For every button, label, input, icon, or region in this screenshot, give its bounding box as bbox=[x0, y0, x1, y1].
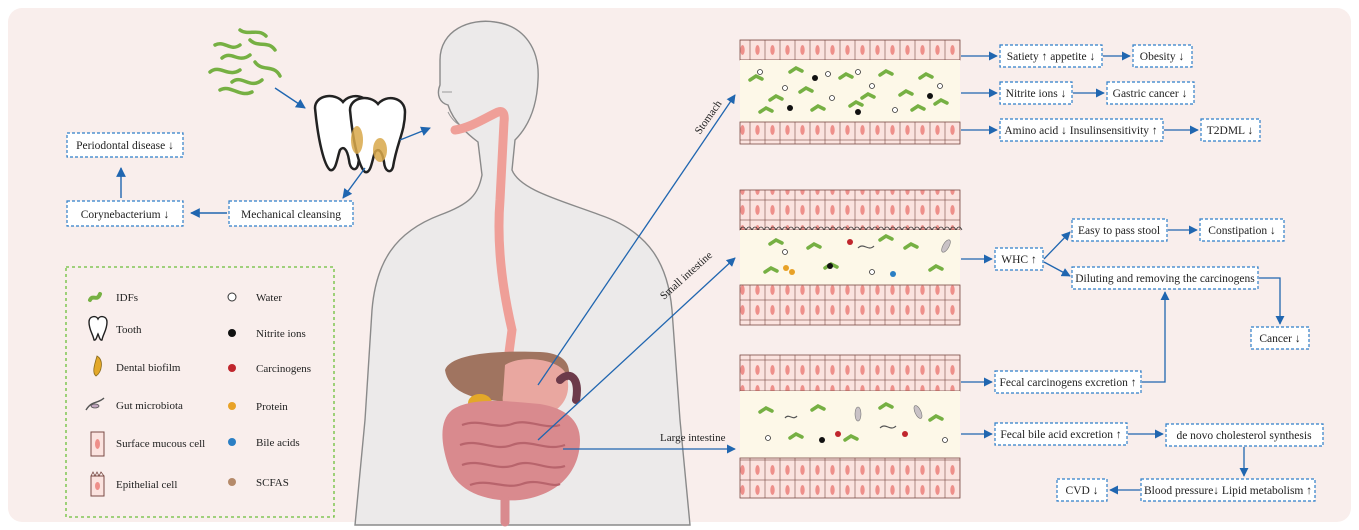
whc-label: WHC ↑ bbox=[1001, 254, 1036, 266]
corynebacterium-box: Corynebacterium ↓ bbox=[67, 201, 183, 226]
obesity-box: Obesity ↓ bbox=[1133, 45, 1192, 67]
legend-label-nitrite-ions: Nitrite ions bbox=[256, 328, 306, 340]
amino-acid-label: Amino acid ↓ Insulinsensitivity ↑ bbox=[1004, 125, 1157, 137]
teeth-illustration bbox=[315, 96, 405, 172]
gastric-cancer-box: Gastric cancer ↓ bbox=[1107, 82, 1194, 104]
mechanical-cleansing-box: Mechanical cleansing bbox=[229, 201, 353, 226]
cvd-box: CVD ↓ bbox=[1057, 479, 1107, 501]
fecal-bile-acid-label: Fecal bile acid excretion ↑ bbox=[1000, 429, 1121, 441]
whc-box: WHC ↑ bbox=[995, 248, 1043, 270]
legend-label-epithelial-cell: Epithelial cell bbox=[116, 479, 177, 491]
t2dml-label: T2DML ↓ bbox=[1207, 125, 1254, 137]
large-intestine-label: Large intestine bbox=[660, 432, 726, 444]
protein-icon bbox=[228, 402, 236, 410]
easy-to-pass-stool-box: Easy to pass stool bbox=[1072, 219, 1167, 241]
stomach-tissue-panel bbox=[740, 40, 960, 144]
periodontal-disease-label: Periodontal disease ↓ bbox=[76, 140, 174, 152]
corynebacterium-label: Corynebacterium ↓ bbox=[81, 209, 169, 221]
legend-label-idfs: IDFs bbox=[116, 292, 138, 304]
fecal-carcinogens-box: Fecal carcinogens excretion ↑ bbox=[995, 371, 1141, 393]
fecal-carcinogens-label: Fecal carcinogens excretion ↑ bbox=[1000, 377, 1137, 389]
t2dml-box: T2DML ↓ bbox=[1201, 119, 1260, 141]
surface-mucous-cell-icon bbox=[91, 432, 104, 456]
legend-label-dental-biofilm: Dental biofilm bbox=[116, 362, 181, 374]
legend-label-water: Water bbox=[256, 292, 282, 304]
constipation-label: Constipation ↓ bbox=[1208, 225, 1275, 237]
legend-label-carcinogens: Carcinogens bbox=[256, 363, 311, 375]
blood-pressure-label: Blood pressure↓ Lipid metabolism ↑ bbox=[1144, 485, 1312, 497]
de-novo-cholesterol-label: de novo cholesterol synthesis bbox=[1176, 430, 1312, 442]
cancer-box: Cancer ↓ bbox=[1251, 327, 1309, 349]
scfas-icon bbox=[228, 478, 236, 486]
legend-label-surface-mucous-cell: Surface mucous cell bbox=[116, 438, 205, 450]
carcinogen-icon bbox=[228, 364, 236, 372]
satiety-label: Satiety ↑ appetite ↓ bbox=[1007, 51, 1095, 63]
diluting-carcinogens-label: Diluting and removing the carcinogens bbox=[1075, 273, 1255, 285]
constipation-box: Constipation ↓ bbox=[1200, 219, 1284, 241]
periodontal-disease-box: Periodontal disease ↓ bbox=[67, 133, 183, 157]
fecal-bile-acid-box: Fecal bile acid excretion ↑ bbox=[995, 423, 1127, 445]
cancer-label: Cancer ↓ bbox=[1259, 333, 1300, 345]
easy-to-pass-stool-label: Easy to pass stool bbox=[1078, 225, 1160, 237]
blood-pressure-box: Blood pressure↓ Lipid metabolism ↑ bbox=[1141, 479, 1315, 501]
legend-label-protein: Protein bbox=[256, 401, 288, 413]
nitrite-ions-label: Nitrite ions ↓ bbox=[1006, 88, 1067, 100]
large-intestine-tissue-panel bbox=[740, 355, 960, 498]
legend-label-gut-microbiota: Gut microbiota bbox=[116, 400, 183, 412]
amino-acid-box: Amino acid ↓ Insulinsensitivity ↑ bbox=[1000, 119, 1163, 141]
legend-label-bile-acids: Bile acids bbox=[256, 437, 300, 449]
mechanical-cleansing-label: Mechanical cleansing bbox=[241, 209, 341, 221]
gastric-cancer-label: Gastric cancer ↓ bbox=[1113, 88, 1188, 100]
legend-label-tooth: Tooth bbox=[116, 324, 142, 336]
epithelial-cell-icon bbox=[91, 472, 104, 496]
nitrite-ion-icon bbox=[228, 329, 236, 337]
water-icon bbox=[228, 293, 236, 301]
obesity-label: Obesity ↓ bbox=[1140, 51, 1184, 63]
small-intestine-tissue-panel bbox=[740, 190, 962, 325]
nitrite-ions-box: Nitrite ions ↓ bbox=[1000, 82, 1072, 104]
legend-label-scfas: SCFAS bbox=[256, 477, 289, 489]
cvd-label: CVD ↓ bbox=[1066, 485, 1099, 497]
bile-acid-icon bbox=[228, 438, 236, 446]
diluting-carcinogens-box: Diluting and removing the carcinogens bbox=[1072, 267, 1258, 289]
satiety-box: Satiety ↑ appetite ↓ bbox=[1000, 45, 1102, 67]
de-novo-cholesterol-box: de novo cholesterol synthesis bbox=[1166, 424, 1323, 446]
